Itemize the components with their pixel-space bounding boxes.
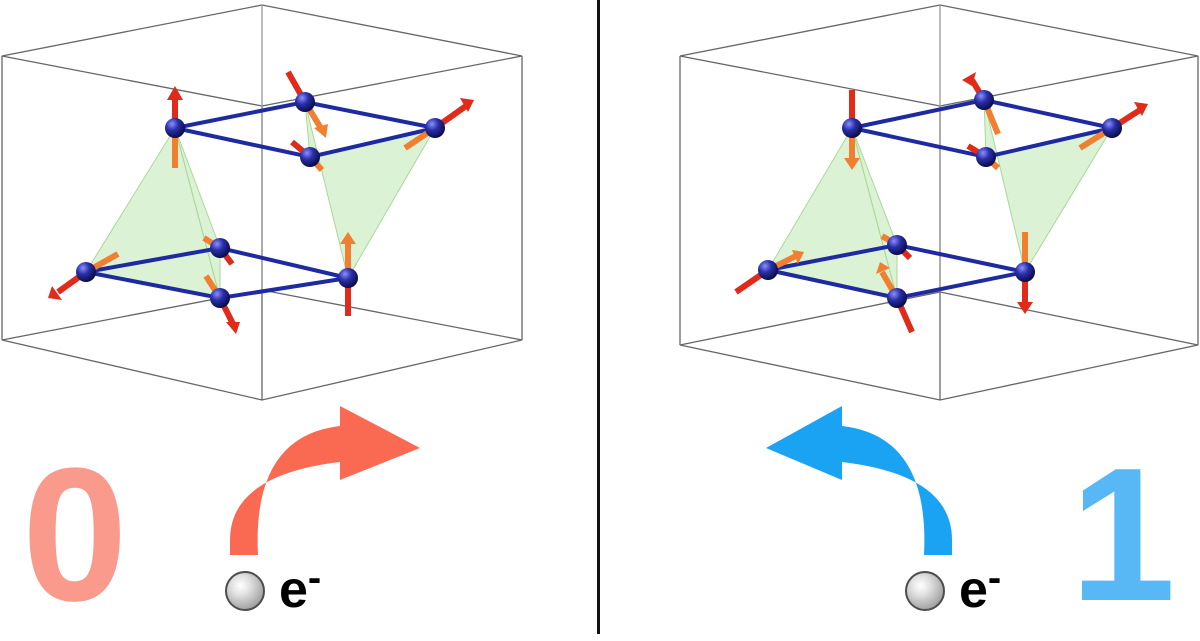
panel-state-one: 1 e-	[600, 0, 1200, 634]
electron-label: e-	[225, 558, 321, 616]
atom	[165, 118, 185, 138]
atoms	[758, 90, 1122, 308]
panel-divider	[597, 0, 600, 634]
atom	[842, 118, 862, 138]
atom	[300, 147, 320, 167]
unit-cell-box	[679, 4, 1199, 401]
electron-symbol: e	[959, 561, 988, 619]
electron-icon	[905, 571, 945, 611]
electron-symbol: e	[279, 561, 308, 619]
atom	[425, 118, 445, 138]
crystal-structure-zero	[1, 4, 523, 555]
electron-label: e-	[905, 558, 1001, 616]
tetrahedra	[85, 101, 437, 299]
atoms	[76, 92, 445, 308]
electron-charge: -	[307, 556, 322, 600]
atom	[210, 238, 230, 258]
panel-state-zero: 0 e-	[0, 0, 600, 634]
atom	[295, 92, 315, 112]
bit-value: 0	[22, 429, 128, 641]
atom	[1015, 262, 1035, 282]
atom	[1102, 118, 1122, 138]
atom	[974, 90, 994, 110]
current-arrow-right	[230, 406, 420, 555]
electron-charge: -	[987, 556, 1002, 600]
crystal-structure-one	[679, 4, 1199, 555]
current-arrow-left	[766, 406, 952, 555]
unit-cell-box	[1, 4, 523, 401]
atom	[976, 147, 996, 167]
atom	[338, 268, 358, 288]
atom	[887, 235, 907, 255]
atom	[76, 262, 96, 282]
atom	[210, 288, 230, 308]
atom	[887, 288, 907, 308]
atom	[758, 260, 778, 280]
electron-icon	[225, 571, 265, 611]
bit-value: 1	[1070, 429, 1176, 641]
